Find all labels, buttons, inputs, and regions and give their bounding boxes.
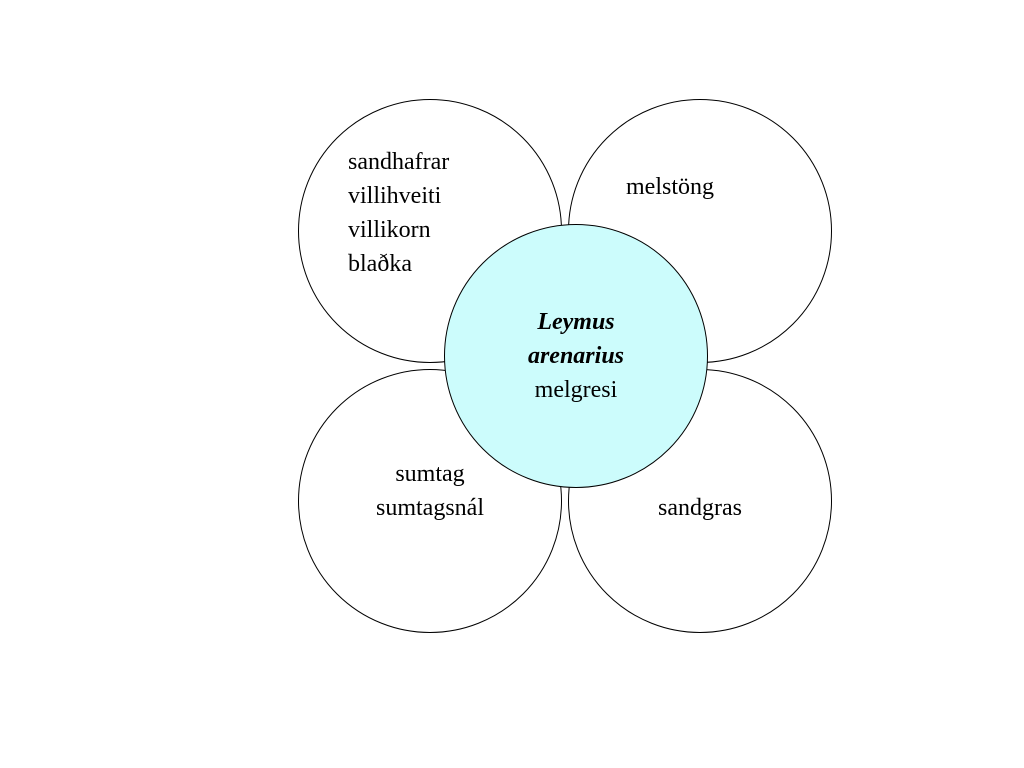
center-label: Leymus arenarius melgresi — [444, 305, 708, 407]
petal-term: sandgras — [658, 495, 742, 521]
petal-term: sumtag — [395, 461, 465, 487]
petal-term: sandhafrar — [348, 149, 450, 175]
latin-name-species: arenarius — [527, 343, 625, 369]
petal-term: villihveiti — [348, 183, 442, 209]
petal-term: villikorn — [348, 217, 431, 243]
petal-label-top-right: melstöng — [568, 170, 772, 204]
common-name: melgresi — [534, 377, 618, 403]
petal-label-bottom-left: sumtag sumtagsnál — [330, 457, 530, 525]
petal-term: blaðka — [348, 251, 412, 277]
petal-term: sumtagsnál — [376, 495, 484, 521]
center-circle — [444, 224, 708, 488]
petal-term: melstöng — [626, 174, 714, 200]
petal-label-bottom-right: sandgras — [600, 491, 800, 525]
petal-label-top-left: sandhafrar villihveiti villikorn blaðka — [348, 145, 449, 281]
latin-name-genus: Leymus — [537, 309, 615, 335]
